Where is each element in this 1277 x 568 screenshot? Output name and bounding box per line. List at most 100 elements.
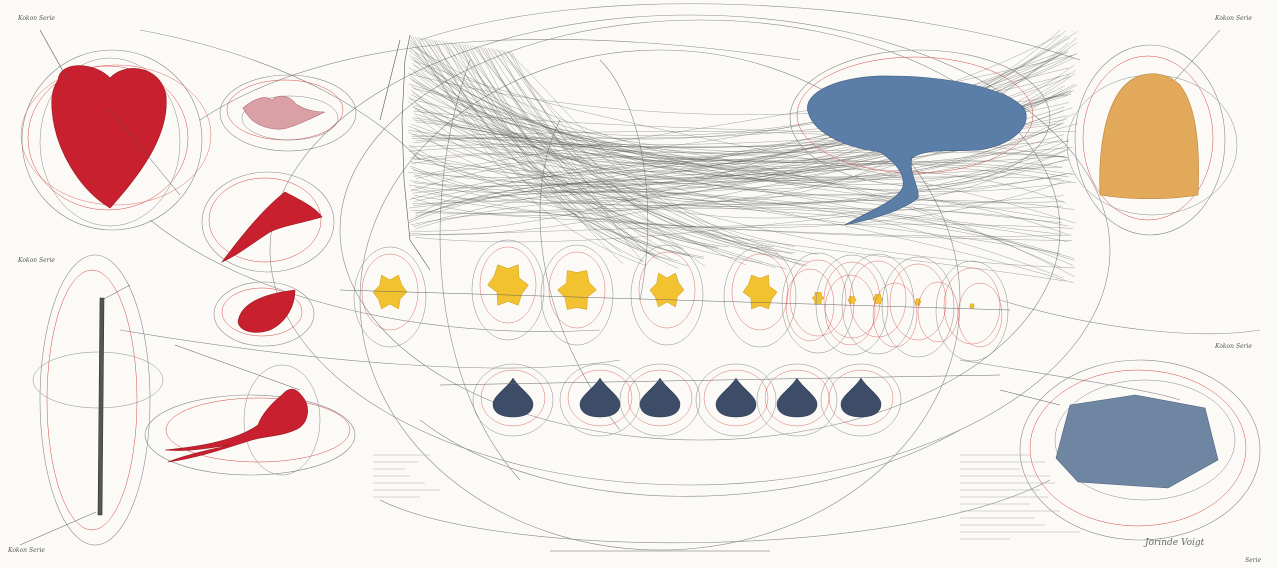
bundle-line bbox=[461, 43, 818, 255]
red-leaf-figure bbox=[213, 281, 315, 347]
bundle-line bbox=[408, 96, 1067, 205]
yellow-form bbox=[487, 264, 529, 306]
drop-orbit bbox=[567, 369, 633, 427]
annotation-marks bbox=[785, 268, 1003, 348]
dense-line-bundle bbox=[408, 29, 1078, 284]
bundle-line bbox=[469, 45, 691, 256]
bundle-line bbox=[490, 48, 644, 263]
drop-orbit bbox=[627, 369, 693, 427]
bottom-right-label: Serie bbox=[1245, 557, 1261, 564]
drop-orbit bbox=[828, 369, 894, 427]
bundle-line bbox=[410, 209, 1072, 237]
yellow-forms-row bbox=[339, 239, 1011, 362]
bundle-line bbox=[441, 40, 679, 269]
bundle-line bbox=[410, 149, 1062, 193]
bundle-line bbox=[409, 169, 1066, 204]
bundle-line bbox=[448, 41, 719, 248]
bundle-line bbox=[414, 122, 1064, 230]
bundle-line bbox=[409, 181, 1063, 221]
bundle-line bbox=[409, 98, 1064, 204]
bundle-line bbox=[410, 173, 1066, 225]
yellow-form-orbit bbox=[723, 246, 797, 348]
yellow-row-axis bbox=[339, 289, 1011, 311]
bundle-line bbox=[414, 208, 1074, 266]
bundle-line bbox=[485, 47, 746, 266]
yellow-form-orbit bbox=[881, 256, 955, 358]
bundle-line bbox=[428, 38, 705, 259]
bundle-line bbox=[413, 149, 1067, 204]
bundle-line bbox=[443, 41, 684, 249]
bundle-line bbox=[408, 223, 1074, 236]
bundle-line bbox=[438, 40, 624, 264]
bundle-line bbox=[503, 50, 771, 251]
drop-orbit bbox=[820, 363, 902, 437]
bundle-line bbox=[425, 38, 776, 268]
corner-label-top-left: Kokon Serie bbox=[17, 15, 55, 22]
notes-right bbox=[960, 454, 1080, 540]
bundle-line bbox=[411, 90, 1070, 219]
navy-drops-row bbox=[439, 363, 1001, 437]
bundle-line bbox=[430, 39, 655, 255]
bundle-line bbox=[435, 39, 787, 270]
bundle-line bbox=[464, 44, 644, 262]
yellow-form bbox=[742, 274, 778, 310]
bundle-line bbox=[467, 44, 797, 261]
bundle-fan-left bbox=[379, 34, 431, 271]
bundle-line bbox=[511, 51, 774, 248]
yellow-form-orbit bbox=[353, 246, 427, 348]
yellow-form-orbit bbox=[361, 253, 419, 331]
drop-orbit bbox=[472, 363, 554, 437]
notes-left bbox=[373, 454, 440, 498]
navy-drop bbox=[840, 377, 882, 418]
bundle-line bbox=[412, 36, 652, 245]
blue-gray-polygon-figure bbox=[999, 359, 1261, 541]
blue-cloud-figure bbox=[789, 49, 1051, 226]
bundle-line bbox=[413, 191, 1063, 279]
yellow-form bbox=[969, 303, 975, 309]
yellow-form-orbit bbox=[815, 254, 889, 356]
yellow-form-orbit bbox=[889, 263, 947, 341]
corner-label-bottom-left: Kokon Serie bbox=[7, 547, 45, 554]
yellow-form-orbit bbox=[471, 239, 545, 341]
drop-orbit bbox=[695, 363, 777, 437]
yellow-form bbox=[557, 270, 597, 310]
bundle-line bbox=[454, 42, 672, 259]
bundle-line bbox=[414, 60, 1076, 224]
yellow-form bbox=[811, 291, 825, 305]
bundle-line bbox=[410, 156, 1076, 278]
yellow-form bbox=[649, 272, 685, 308]
bundle-line bbox=[411, 194, 1068, 235]
yellow-form-orbit bbox=[935, 260, 1009, 362]
bundle-line bbox=[498, 49, 778, 254]
bundle-line bbox=[408, 132, 1069, 242]
bundle-line bbox=[500, 49, 706, 267]
bundle-line bbox=[415, 34, 1061, 179]
bundle-line bbox=[422, 37, 679, 262]
bundle-line bbox=[482, 47, 658, 260]
yellow-form-orbit bbox=[548, 251, 606, 329]
yellow-form bbox=[847, 295, 857, 305]
bundle-line bbox=[410, 167, 1075, 210]
yellow-form-orbit bbox=[943, 267, 1001, 345]
yellow-form-orbit bbox=[849, 260, 907, 338]
bundle-line bbox=[417, 37, 647, 266]
bundle-line bbox=[474, 45, 687, 256]
bundle-line bbox=[414, 152, 1062, 220]
ochre-dome-figure bbox=[1066, 29, 1238, 236]
yellow-form-orbit bbox=[540, 244, 614, 346]
bundle-line bbox=[451, 42, 729, 248]
bundle-line bbox=[412, 62, 1061, 254]
vertical-bar-figure bbox=[19, 254, 164, 546]
bundle-line bbox=[472, 45, 795, 247]
bundle-line bbox=[415, 121, 1071, 192]
red-heart-figure bbox=[20, 29, 212, 231]
drop-orbit bbox=[559, 363, 641, 437]
bundle-line bbox=[413, 54, 1076, 177]
pink-lips-figure bbox=[219, 74, 357, 152]
red-wedge-figure bbox=[201, 171, 335, 273]
corner-label-mid-right: Kokon Serie bbox=[1214, 343, 1252, 350]
bundle-line bbox=[493, 48, 796, 254]
bundle-line bbox=[412, 137, 1062, 268]
bundle-line bbox=[495, 49, 805, 267]
